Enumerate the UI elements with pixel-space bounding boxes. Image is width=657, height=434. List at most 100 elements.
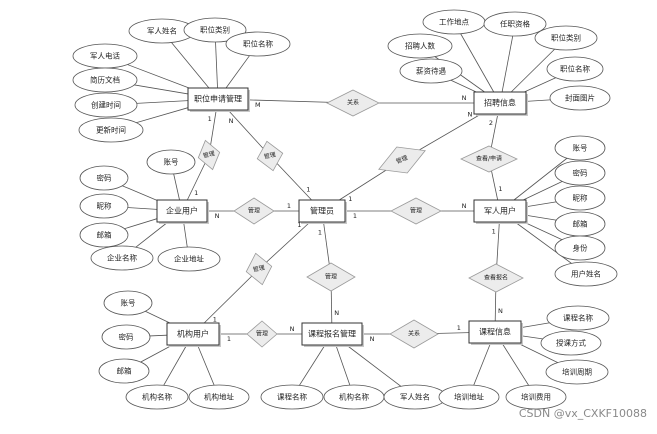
entity-box bbox=[166, 322, 220, 346]
entity-course-registration-management: 课程报名管理 bbox=[301, 322, 364, 347]
attribute-label: 培训费用 bbox=[521, 392, 551, 402]
attribute-label: 薪资待遇 bbox=[416, 66, 446, 76]
attribute-ellipse bbox=[554, 235, 606, 261]
attribute-label: 机构名称 bbox=[142, 392, 172, 402]
attribute-reg-soldier-name: 军人姓名 bbox=[383, 384, 447, 410]
entity-box bbox=[156, 199, 208, 223]
cardinality-label: 1 bbox=[194, 189, 198, 197]
cardinality-label: N bbox=[467, 111, 472, 119]
attribute-ent-password: 密码 bbox=[79, 165, 129, 191]
attribute-ellipse bbox=[554, 160, 606, 186]
attribute-ellipse bbox=[157, 246, 221, 272]
attribute-inst-email: 邮箱 bbox=[98, 358, 150, 384]
attribute-rec-headcount: 招聘人数 bbox=[387, 33, 453, 59]
attribute-label: 密码 bbox=[119, 332, 134, 342]
attribute-ellipse bbox=[483, 11, 547, 37]
attribute-ellipse bbox=[399, 58, 463, 84]
attribute-label: 军人电话 bbox=[90, 51, 120, 61]
entity-box bbox=[468, 320, 522, 344]
attribute-label: 创建时间 bbox=[91, 100, 121, 110]
attribute-label: 机构名称 bbox=[339, 392, 369, 402]
entity-box bbox=[301, 322, 363, 346]
relationship-diamond bbox=[378, 146, 426, 174]
relationship-label: 关系 bbox=[408, 330, 420, 338]
relationship-diamond bbox=[390, 197, 442, 225]
entity-label: 企业用户 bbox=[166, 206, 198, 216]
attribute-soldier-name: 用户姓名 bbox=[554, 261, 618, 287]
cardinality-label: 1 bbox=[353, 212, 357, 220]
attribute-ellipse bbox=[78, 117, 144, 143]
attribute-ellipse bbox=[554, 135, 606, 161]
relationship-label: 管理 bbox=[410, 207, 422, 215]
entity-admin: 管理员 bbox=[298, 199, 347, 224]
relationship-admin-soldier: 管理 bbox=[390, 197, 442, 225]
relationship-diamond bbox=[389, 319, 439, 349]
diagram-shapes: 军人姓名职位类别职位名称军人电话简历文档创建时间更新时间工作地点任职资格招聘人数… bbox=[72, 9, 618, 410]
attribute-ellipse bbox=[74, 92, 138, 118]
attribute-label: 邮箱 bbox=[573, 219, 588, 229]
attribute-ellipse bbox=[545, 359, 609, 385]
attribute-label: 工作地点 bbox=[439, 17, 469, 27]
attribute-soldier-identity: 身份 bbox=[554, 235, 606, 261]
attribute-ellipse bbox=[546, 305, 610, 331]
entity-label: 招聘信息 bbox=[484, 98, 516, 108]
attribute-soldier-account: 账号 bbox=[554, 135, 606, 161]
attribute-course-name: 课程名称 bbox=[546, 305, 610, 331]
relationship-top: 关系 bbox=[326, 89, 380, 117]
attribute-ellipse bbox=[90, 245, 154, 271]
cardinality-label: 1 bbox=[457, 324, 461, 332]
relationship-diamond bbox=[306, 262, 356, 292]
attribute-inst-address: 机构地址 bbox=[188, 384, 250, 410]
entity-label: 职位申请管理 bbox=[194, 94, 242, 104]
attribute-ent-address: 企业地址 bbox=[157, 246, 221, 272]
attribute-label: 课程名称 bbox=[277, 392, 307, 402]
cardinality-label: N bbox=[462, 202, 467, 210]
relationship-label: 关系 bbox=[347, 99, 359, 107]
cardinality-label: 1 bbox=[297, 221, 301, 229]
cardinality-label: 1 bbox=[306, 185, 310, 193]
attribute-ent-nickname: 昵称 bbox=[79, 193, 129, 219]
relationship-connector bbox=[258, 221, 311, 270]
attribute-label: 账号 bbox=[573, 144, 588, 153]
attribute-ellipse bbox=[438, 384, 500, 410]
entity-course-info: 课程信息 bbox=[468, 320, 523, 345]
attribute-ellipse bbox=[103, 290, 153, 316]
cardinality-label: 1 bbox=[213, 316, 217, 324]
relationship-label: 查看/申请 bbox=[476, 155, 502, 163]
attribute-job-app-soldier-phone: 军人电话 bbox=[72, 43, 138, 69]
attribute-ellipse bbox=[72, 67, 138, 93]
attribute-label: 邮箱 bbox=[97, 230, 112, 240]
cardinality-label: 1 bbox=[348, 195, 352, 203]
attribute-job-app-resume: 简历文档 bbox=[72, 67, 138, 93]
attribute-ellipse bbox=[146, 149, 196, 175]
cardinality-label: N bbox=[462, 94, 467, 102]
attribute-label: 昵称 bbox=[97, 201, 112, 211]
attribute-rec-job-name: 职位名称 bbox=[546, 56, 604, 82]
attribute-rec-job-category: 职位类别 bbox=[534, 25, 598, 51]
attribute-label: 课程名称 bbox=[563, 313, 593, 323]
attribute-job-app-job-name: 职位名称 bbox=[225, 31, 291, 57]
attribute-ellipse bbox=[554, 185, 606, 211]
attribute-course-period: 培训周期 bbox=[545, 359, 609, 385]
cardinality-label: 1 bbox=[208, 115, 212, 123]
entity-institution-user: 机构用户 bbox=[166, 322, 221, 347]
attribute-ellipse bbox=[183, 17, 247, 43]
attribute-rec-qualification: 任职资格 bbox=[483, 11, 547, 37]
relationship-job-ent: 管理 bbox=[197, 139, 221, 171]
attribute-soldier-nickname: 昵称 bbox=[554, 185, 606, 211]
attribute-label: 企业名称 bbox=[107, 253, 137, 263]
attribute-ellipse bbox=[505, 384, 567, 410]
attribute-course-fee: 培训费用 bbox=[505, 384, 567, 410]
entity-job-application-management: 职位申请管理 bbox=[187, 87, 250, 112]
attribute-label: 培训地址 bbox=[454, 392, 484, 402]
relationship-connector bbox=[203, 268, 260, 324]
cardinality-label: N bbox=[334, 309, 339, 317]
attribute-ellipse bbox=[125, 384, 189, 410]
cardinality-label: M bbox=[255, 101, 261, 109]
attribute-job-app-update-time: 更新时间 bbox=[78, 117, 144, 143]
attribute-ent-email: 邮箱 bbox=[79, 222, 129, 248]
attribute-label: 培训周期 bbox=[562, 367, 592, 377]
attribute-label: 任职资格 bbox=[500, 19, 530, 29]
cardinality-label: N bbox=[215, 212, 220, 220]
relationship-rec-admin: 管理 bbox=[378, 146, 426, 174]
